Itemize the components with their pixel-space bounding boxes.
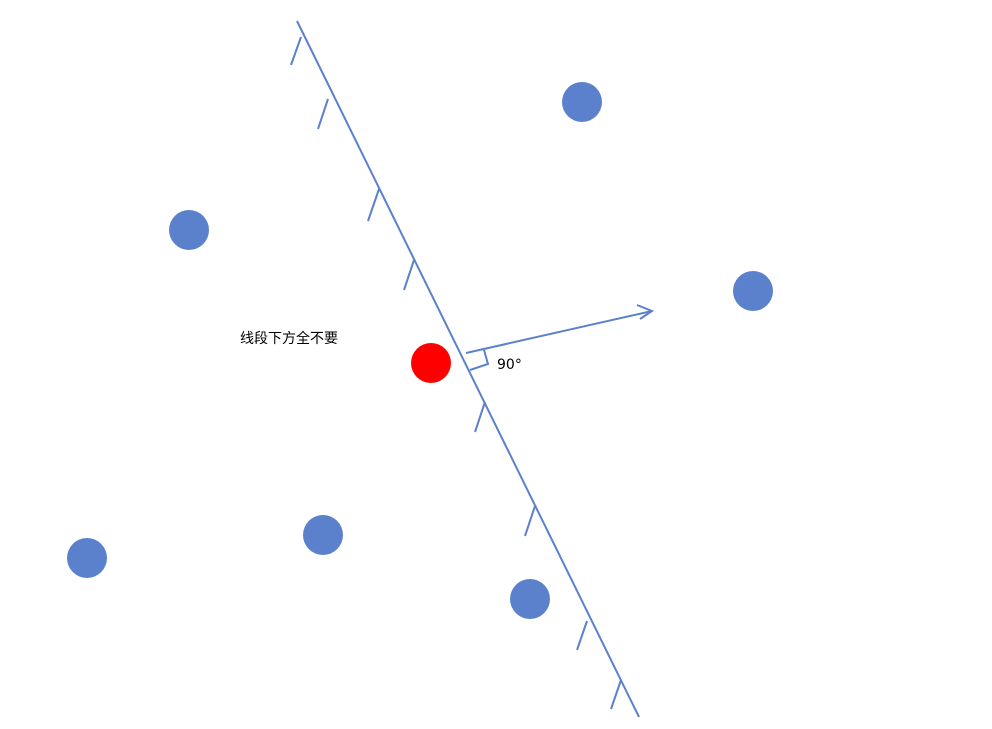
hatch-mark: [367, 188, 380, 222]
point: [562, 82, 602, 122]
annotation-text: 线段下方全不要: [240, 330, 338, 347]
hatch-marks: [290, 36, 622, 710]
hatch-mark: [474, 401, 486, 433]
point: [303, 515, 343, 555]
hatch-mark: [524, 505, 536, 537]
point: [67, 538, 107, 578]
hatch-mark: [610, 679, 622, 710]
arrow-icon: [465, 304, 655, 354]
angle-label: 90°: [497, 357, 522, 373]
right-angle-icon: [469, 349, 490, 371]
highlight-point: [411, 343, 451, 383]
hatch-mark: [317, 98, 329, 130]
hatch-mark: [403, 259, 415, 291]
hatch-mark: [576, 620, 588, 651]
dividing-line: [296, 20, 640, 718]
point: [733, 271, 773, 311]
point: [510, 579, 550, 619]
point: [169, 210, 209, 250]
hatch-mark: [290, 36, 302, 66]
